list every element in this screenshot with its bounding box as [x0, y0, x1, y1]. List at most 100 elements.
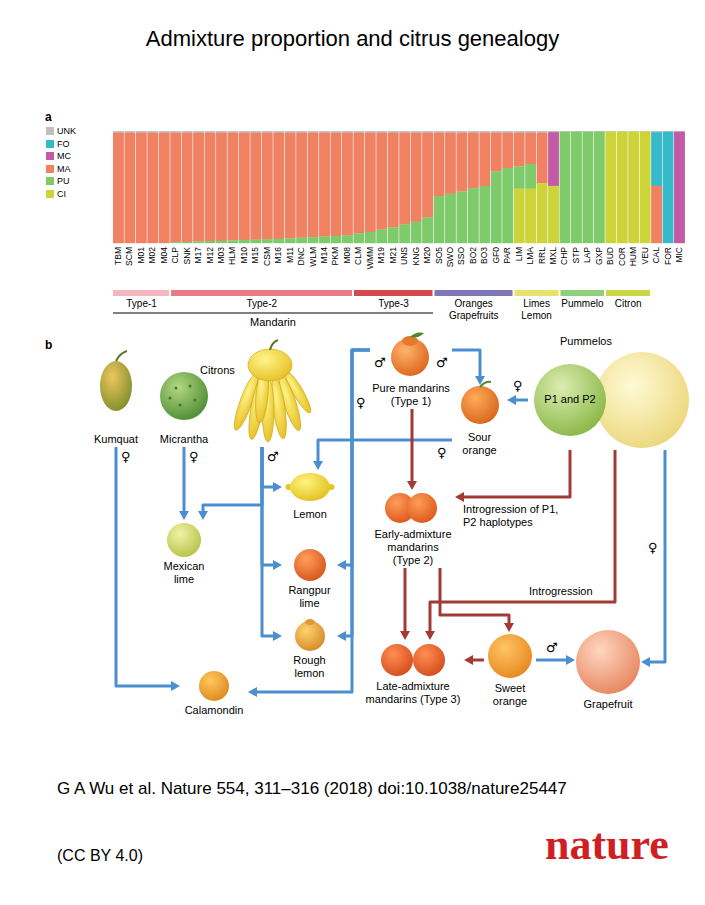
- bar-segment: [422, 131, 433, 133]
- bar-segment: [319, 131, 330, 133]
- bar-segment: [468, 131, 479, 133]
- node-label: Mexican lime: [157, 560, 212, 586]
- bar-segment: [548, 132, 559, 186]
- node-label: Kumquat: [85, 433, 147, 446]
- connector-line: [430, 450, 615, 632]
- bar-segment: [376, 230, 387, 244]
- hybrid-arrow: [262, 447, 282, 570]
- bar-segment: [159, 133, 170, 244]
- bar-segment: [273, 239, 284, 243]
- bar-segment: [514, 166, 525, 189]
- bar-segment: [651, 132, 662, 186]
- bar-segment: [422, 133, 433, 218]
- arrow-head: [198, 511, 208, 520]
- bar-segment: [537, 133, 548, 184]
- node-label: Late-admixture mandarins (Type 3): [363, 680, 463, 706]
- arrow-head: [641, 657, 650, 667]
- legend-swatch: [46, 127, 54, 135]
- sex-symbol: ♂: [436, 355, 448, 371]
- type1-strip: [113, 290, 169, 296]
- sample-code: WMM: [365, 247, 376, 287]
- sample-code: LAP: [582, 247, 593, 287]
- arrow-head: [337, 631, 346, 641]
- sample-code: M20: [422, 247, 433, 287]
- bar-segment: [308, 133, 319, 238]
- hybrid-arrow: [452, 350, 485, 385]
- pummelo-fruits: [534, 352, 689, 448]
- introgression-arrow: [455, 450, 570, 502]
- bar-segment: [136, 131, 147, 133]
- bar-segment: [434, 196, 445, 243]
- fruit-node: Rough lemon: [282, 620, 337, 681]
- fruit-node: Late-admixture mandarins (Type 3): [362, 640, 464, 707]
- connector-line: [404, 568, 407, 632]
- sample-code: MIC: [674, 247, 685, 287]
- bar-segment: [376, 131, 387, 133]
- introgression-arrow: [464, 655, 484, 665]
- bar-segment: [239, 131, 250, 133]
- sample-code: BO2: [468, 247, 479, 287]
- bar-segment: [285, 133, 296, 239]
- bar-segment: [262, 133, 273, 240]
- legend-text: CI: [57, 188, 66, 200]
- sex-symbol: ♀: [121, 449, 131, 465]
- orange-strip: [435, 290, 513, 296]
- late-mandarin-fruits: [381, 644, 445, 676]
- sample-code: CAL: [651, 247, 662, 287]
- fruit-node: Lemon: [282, 470, 338, 522]
- bar-segment: [331, 131, 342, 133]
- bar-segment: [457, 131, 468, 133]
- bar-segment: [457, 133, 468, 192]
- bar-segment: [308, 237, 319, 243]
- hybrid-arrow: [262, 447, 282, 641]
- sample-code: SO5: [434, 247, 445, 287]
- bar-segment: [628, 132, 639, 244]
- bar-segment: [376, 133, 387, 230]
- sample-code: WLM: [308, 247, 319, 287]
- bar-segment: [113, 131, 124, 133]
- early-mandarin-fruits: [385, 493, 437, 523]
- bar-segment: [216, 131, 227, 133]
- sample-code: FOR: [663, 247, 674, 287]
- bar-segment: [216, 133, 227, 241]
- bar-segment: [388, 133, 399, 228]
- sample-code: M10: [239, 247, 250, 287]
- journal-logo: nature: [545, 818, 669, 871]
- license-note: (CC BY 4.0): [57, 846, 257, 865]
- sample-code: RRL: [537, 247, 548, 287]
- connector-line: [463, 450, 570, 497]
- connector-line: [536, 659, 567, 662]
- sample-code: M02: [147, 247, 158, 287]
- group-label: Citron: [606, 298, 650, 310]
- bar-segment: [262, 131, 273, 133]
- arrow-head: [248, 687, 257, 697]
- bar-segment: [239, 133, 250, 240]
- bar-segment: [250, 131, 261, 133]
- citron-fruit: [230, 340, 314, 442]
- sample-code: DNC: [296, 247, 307, 287]
- sample-code: SWO: [445, 247, 456, 287]
- bar-segment: [479, 133, 490, 186]
- fruit-node: Sour orange: [452, 385, 507, 458]
- bar-segment: [296, 238, 307, 244]
- bar-segment: [262, 239, 273, 243]
- fruit-node: PummelosP1 and P2: [528, 333, 692, 450]
- bar-segment: [365, 133, 376, 232]
- hybrid-arrow: [198, 447, 262, 520]
- bar-segment: [273, 131, 284, 133]
- hybrid-arrow: [641, 450, 665, 667]
- sample-code: CHP: [559, 247, 570, 287]
- admixture-bars: [113, 131, 685, 243]
- node-label: Grapefruit: [575, 698, 641, 711]
- bar-segment: [285, 238, 296, 243]
- bar-segment: [182, 133, 193, 242]
- legend-swatch: [46, 140, 54, 148]
- bar-segment: [170, 131, 181, 133]
- legend-text: MA: [57, 163, 71, 175]
- bar-segment: [342, 133, 353, 236]
- type2-strip: [171, 290, 352, 296]
- bar-segment: [514, 131, 525, 133]
- fruit-node: Kumquat: [85, 343, 147, 447]
- sample-code: COR: [617, 247, 628, 287]
- sour-orange-fruit: [461, 382, 499, 424]
